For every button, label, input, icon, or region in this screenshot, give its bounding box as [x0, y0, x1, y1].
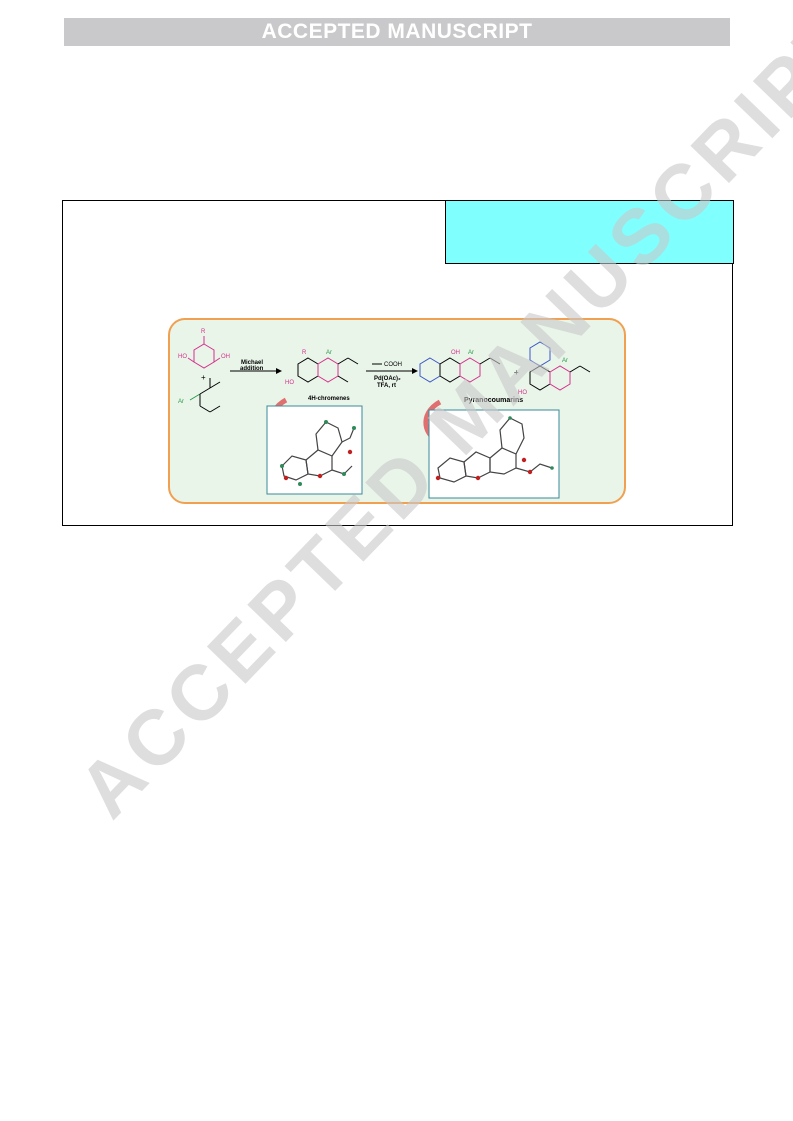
- step1-line2: addition: [240, 366, 264, 372]
- conditions-label: TFA, rt: [377, 383, 396, 389]
- plus-sign: +: [201, 373, 206, 382]
- propiolic-acid: COOH: [384, 362, 402, 368]
- step1-line1: Michael: [241, 360, 263, 366]
- plus-sign-2: +: [514, 368, 519, 377]
- ho-label: HO: [178, 354, 187, 360]
- ar-label: Ar: [178, 399, 184, 405]
- accepted-manuscript-banner: ACCEPTED MANUSCRIPT: [64, 18, 730, 46]
- chromene-crystal-panel: [266, 405, 363, 495]
- product1-ho: HO: [285, 380, 294, 386]
- product1-r: R: [302, 350, 307, 356]
- resorcinol-structure: [187, 336, 221, 369]
- enone-structure: [189, 378, 221, 413]
- r-substituent-label: R: [201, 329, 206, 335]
- pyranocoumarins-label: Pyranocoumarins: [464, 397, 523, 404]
- regioisomer-structure: [529, 341, 591, 391]
- product3-ar: Ar: [562, 358, 568, 364]
- product2-ar: Ar: [468, 350, 474, 356]
- graphical-abstract-title-box: [445, 200, 734, 264]
- graphical-abstract-frame: [62, 200, 733, 526]
- oh-label: OH: [221, 354, 230, 360]
- chromene-structure: [297, 357, 359, 383]
- graphical-abstract-image: R HO OH + Ar Michael addition R Ar HO CO…: [168, 318, 626, 504]
- catalyst-label: Pd(OAc)₂: [374, 376, 401, 382]
- pyranocoumarin-structure: [419, 357, 501, 383]
- product2-oh: OH: [451, 350, 460, 356]
- product1-ar: Ar: [326, 350, 332, 356]
- chromenes-label: 4H-chromenes: [308, 396, 350, 402]
- pyranocoumarin-crystal-panel: [428, 409, 560, 499]
- product3-ho: HO: [518, 390, 527, 396]
